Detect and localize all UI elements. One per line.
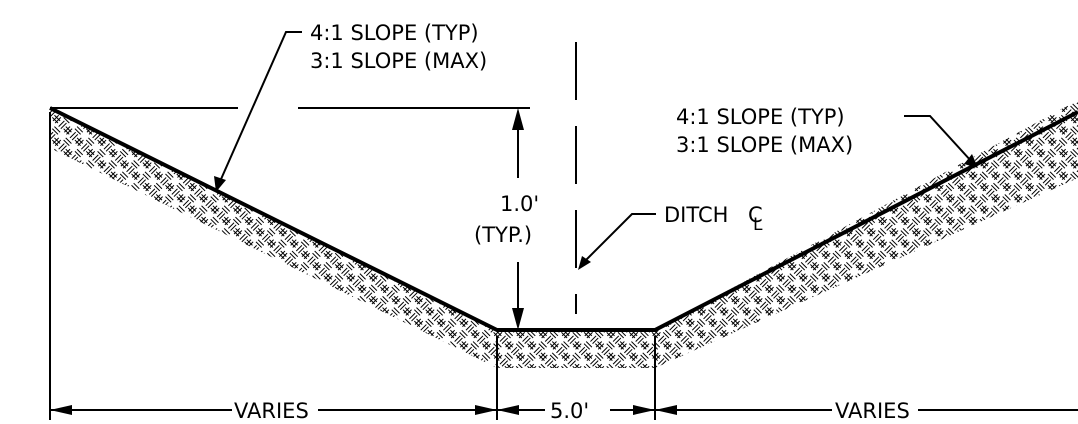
dim-right-label: VARIES: [835, 399, 910, 423]
ditch-cl-c: C: [748, 203, 763, 227]
ditch-cl-arrow: [578, 256, 591, 270]
right-slope-leader: [904, 115, 973, 163]
depth-arrow-top: [512, 108, 524, 130]
dim-arrow-mid-end: [633, 405, 655, 415]
right-slope-max-label: 3:1 SLOPE (MAX): [676, 133, 853, 157]
left-slope-arrow: [214, 176, 226, 192]
dim-arrow-right-start: [655, 405, 677, 415]
dim-arrow-mid-start: [497, 405, 519, 415]
right-slope-typ-label: 4:1 SLOPE (TYP): [676, 105, 845, 129]
left-slope-typ-label: 4:1 SLOPE (TYP): [310, 21, 479, 45]
dim-arrow-left-end: [475, 405, 497, 415]
left-slope-leader: [217, 31, 302, 187]
dim-left-label: VARIES: [234, 399, 309, 423]
ground-profile-line: [49, 106, 1078, 332]
right-slope-arrow: [964, 154, 978, 168]
depth-note-label: (TYP.): [474, 223, 532, 247]
depth-arrow-bottom: [512, 308, 524, 330]
ditch-cl-leader: [583, 213, 656, 263]
dim-arrow-left-start: [50, 405, 72, 415]
dim-bottom-label: 5.0': [550, 399, 589, 423]
depth-value-label: 1.0': [500, 192, 539, 216]
soil-hatch: [50, 100, 1078, 368]
ditch-label: DITCH: [664, 203, 728, 227]
ditch-cl-l: L: [753, 215, 763, 235]
left-slope-max-label: 3:1 SLOPE (MAX): [310, 49, 487, 73]
